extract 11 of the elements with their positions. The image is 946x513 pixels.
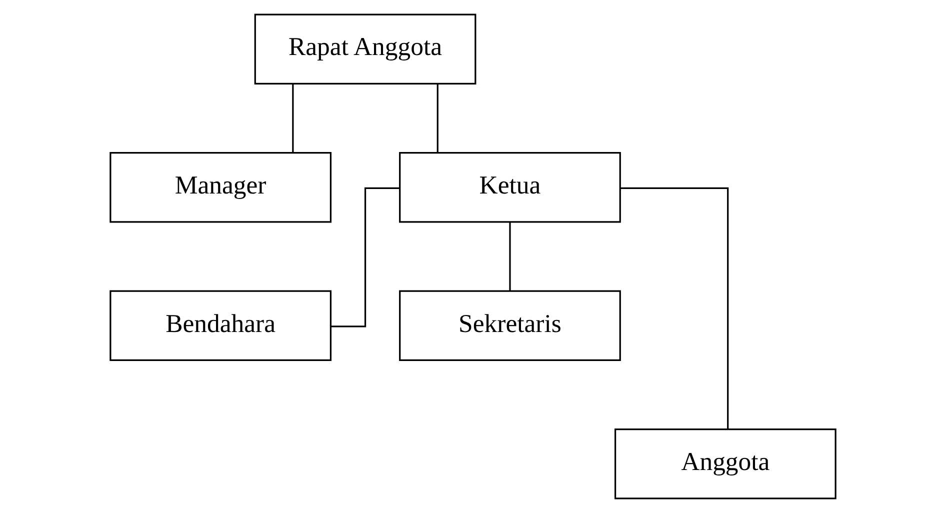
node-box: Manager <box>110 152 332 223</box>
connector <box>292 84 294 152</box>
connector <box>330 187 400 328</box>
node-box: Sekretaris <box>399 290 621 361</box>
connector <box>620 187 729 429</box>
node-box: Bendahara <box>110 290 332 361</box>
node-box: Anggota <box>614 428 836 500</box>
connector <box>509 222 511 291</box>
node-box: Rapat Anggota <box>254 14 476 84</box>
node-box: Ketua <box>399 152 621 223</box>
connector <box>436 84 438 152</box>
